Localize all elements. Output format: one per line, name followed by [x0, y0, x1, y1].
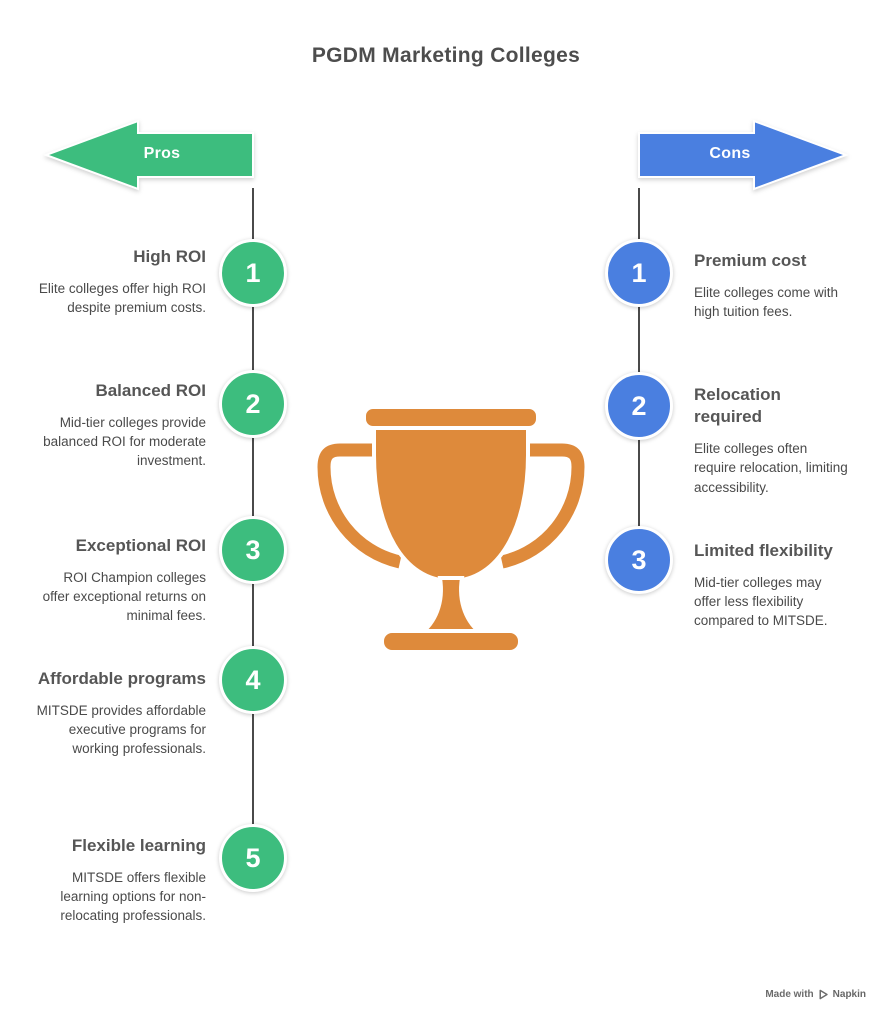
- pros-step-circle-2: 2: [219, 370, 287, 438]
- pros-item-1-heading: High ROI: [133, 247, 206, 266]
- pros-arrow-shape: [44, 119, 254, 191]
- pros-arrow-label: Pros: [143, 145, 181, 162]
- cons-item-2-heading: Relocation required: [694, 385, 781, 427]
- pros-item-4: Affordable programs MITSDE provides affo…: [36, 668, 206, 759]
- page-title: PGDM Marketing Colleges: [311, 44, 581, 67]
- cons-item-1: Premium cost Elite colleges come with hi…: [694, 250, 850, 321]
- pros-item-3-description: ROI Champion colleges offer exceptional …: [42, 570, 206, 624]
- trophy-icon: [312, 400, 590, 671]
- cons-step-circle-2: 2: [605, 372, 673, 440]
- napkin-logo-icon: [819, 989, 828, 1000]
- napkin-brand-text: Napkin: [832, 989, 866, 1000]
- pros-step-circle-3: 3: [219, 516, 287, 584]
- pros-item-3-heading: Exceptional ROI: [75, 536, 206, 555]
- pros-item-5: Flexible learning MITSDE offers flexible…: [36, 835, 206, 926]
- made-with-text: Made with: [765, 989, 814, 1000]
- pros-item-1: High ROI Elite colleges offer high ROI d…: [36, 246, 206, 317]
- cons-step-circle-3: 3: [605, 526, 673, 594]
- cons-arrow-label: Cons: [709, 145, 751, 162]
- pros-item-5-description: MITSDE offers flexible learning options …: [60, 870, 206, 924]
- pros-step-circle-1: 1: [219, 239, 287, 307]
- pros-step-circle-4: 4: [219, 646, 287, 714]
- cons-arrow: Cons: [638, 119, 848, 191]
- cons-item-2: Relocation required Elite colleges often…: [694, 384, 850, 497]
- pros-item-1-description: Elite colleges offer high ROI despite pr…: [38, 281, 206, 316]
- pros-arrow: Pros: [44, 119, 254, 191]
- pros-item-2-heading: Balanced ROI: [95, 381, 206, 400]
- napkin-credit: Made with Napkin: [765, 989, 866, 1000]
- cons-item-3: Limited flexibility Mid-tier colleges ma…: [694, 540, 850, 631]
- pros-item-4-heading: Affordable programs: [37, 669, 206, 688]
- cons-arrow-shape: [638, 119, 848, 191]
- cons-item-3-description: Mid-tier colleges may offer less flexibi…: [694, 575, 828, 629]
- pros-item-2-description: Mid-tier colleges provide balanced ROI f…: [43, 415, 206, 469]
- cons-item-1-heading: Premium cost: [694, 251, 807, 270]
- pros-item-5-heading: Flexible learning: [71, 836, 206, 855]
- pros-step-circle-5: 5: [219, 824, 287, 892]
- pros-item-2: Balanced ROI Mid-tier colleges provide b…: [36, 380, 206, 471]
- pros-item-4-description: MITSDE provides affordable executive pro…: [36, 703, 206, 757]
- cons-step-circle-1: 1: [605, 239, 673, 307]
- pros-item-3: Exceptional ROI ROI Champion colleges of…: [36, 535, 206, 626]
- cons-item-3-heading: Limited flexibility: [694, 541, 833, 560]
- cons-item-2-description: Elite colleges often require relocation,…: [694, 441, 848, 495]
- cons-item-1-description: Elite colleges come with high tuition fe…: [694, 285, 839, 320]
